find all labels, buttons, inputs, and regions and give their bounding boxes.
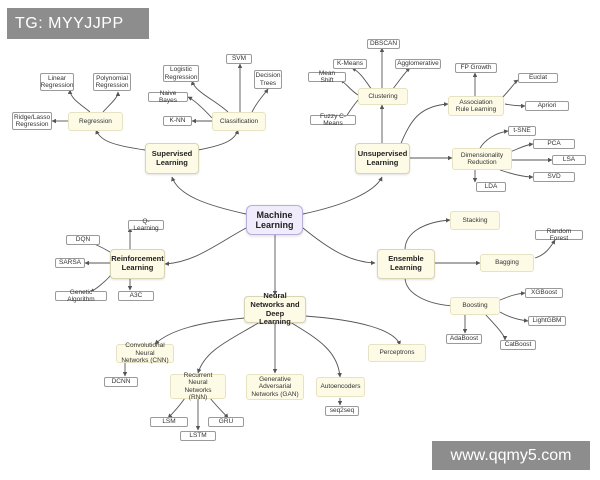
node-stacking[interactable]: Stacking — [450, 211, 500, 230]
edge-supervised-classification — [197, 129, 239, 151]
leaf-polynomial-regression[interactable]: Polynomial Regression — [93, 73, 131, 91]
leaf-gru[interactable]: GRU — [208, 417, 244, 427]
leaf-pca[interactable]: PCA — [533, 139, 575, 149]
node-supervised-learning[interactable]: Supervised Learning — [145, 143, 199, 174]
leaf-svm[interactable]: SVM — [226, 54, 252, 64]
node-regression[interactable]: Regression — [68, 112, 123, 131]
leaf-lsm[interactable]: LSM — [150, 417, 188, 427]
node-dimensionality-reduction[interactable]: Dimensionality Reduction — [452, 148, 512, 170]
node-boosting[interactable]: Boosting — [450, 297, 500, 315]
edge-dim-tsne — [479, 129, 509, 149]
node-unsupervised-learning[interactable]: Unsupervised Learning — [355, 143, 410, 174]
leaf-lda[interactable]: LDA — [476, 182, 506, 192]
edge-boost-xgb — [499, 291, 526, 301]
edge-dim-pca — [509, 142, 534, 153]
edge-clust-kmeans — [351, 67, 373, 91]
leaf-seq2seq[interactable]: seq2seq — [325, 406, 359, 416]
edge-class-logistic — [190, 80, 229, 113]
edge-dim-svd — [499, 169, 534, 180]
leaf-q-learning[interactable]: Q-Learning — [128, 218, 164, 232]
leaf-genetic-algorithm[interactable]: Genetic Algorithm — [55, 289, 107, 303]
edge-root-unsupervised — [302, 176, 383, 215]
edge-unsup-association — [399, 102, 449, 147]
leaf-lstm[interactable]: LSTM — [180, 431, 216, 441]
leaf-fp-growth[interactable]: FP Growth — [455, 63, 497, 73]
leaf-logistic-regression[interactable]: Logistic Regression — [163, 65, 199, 82]
leaf-t-sne[interactable]: t-SNE — [508, 126, 536, 136]
leaf-adaboost[interactable]: AdaBoost — [446, 334, 482, 344]
leaf-agglomerative[interactable]: Agglomerative — [395, 59, 441, 69]
leaf-ridge-lasso[interactable]: Ridge/Lasso Regression — [12, 112, 52, 130]
leaf-fuzzy-c-means[interactable]: Fuzzy C-Means — [310, 113, 356, 127]
edge-clust-meanshift — [339, 79, 359, 96]
leaf-lightgbm[interactable]: LightGBM — [528, 316, 566, 326]
leaf-euclat[interactable]: Euclat — [518, 73, 558, 83]
edge-nn-cnn — [154, 317, 246, 345]
leaf-catboost[interactable]: CatBoost — [500, 340, 536, 350]
leaf-svd[interactable]: SVD — [533, 172, 575, 182]
edge-boost-lgbm — [499, 311, 529, 323]
node-ensemble-learning[interactable]: Ensemble Learning — [377, 249, 435, 279]
edge-ens-boosting — [404, 276, 456, 309]
edge-regression-polynomial — [102, 91, 121, 113]
leaf-lsa[interactable]: LSA — [552, 155, 586, 165]
edge-bagging-rf — [534, 239, 556, 259]
leaf-a3c[interactable]: A3C — [118, 291, 154, 301]
edge-nn-perceptrons — [304, 315, 401, 346]
leaf-random-forest[interactable]: Random Forest — [535, 228, 583, 242]
leaf-dcnn[interactable]: DCNN — [104, 377, 138, 387]
leaf-k-means[interactable]: K-Means — [333, 59, 367, 69]
node-rnn[interactable]: Recurrent Neural Networks (RNN) — [170, 372, 226, 401]
leaf-naive-bayes[interactable]: Naive Bayes — [148, 90, 188, 104]
edge-supervised-regression — [95, 129, 146, 151]
leaf-linear-regression[interactable]: Linear Regression — [40, 73, 74, 91]
leaf-decision-trees[interactable]: Decision Trees — [254, 70, 282, 89]
node-classification[interactable]: Classification — [212, 112, 266, 131]
node-neural-networks[interactable]: Neural Networks and Deep Learning — [244, 291, 306, 326]
node-reinforcement-learning[interactable]: Reinforcement Learning — [110, 249, 165, 279]
edge-root-supervised — [171, 176, 247, 215]
edge-assoc-apriori — [504, 103, 526, 109]
edge-ens-stacking — [404, 218, 451, 251]
leaf-knn[interactable]: K-NN — [163, 116, 192, 126]
watermark-bottom-right: www.qqmy5.com — [432, 441, 590, 470]
edge-rnn-lsm — [167, 397, 186, 419]
edge-nn-rnn — [197, 321, 261, 374]
edge-nn-auto — [289, 321, 342, 378]
edge-clust-agglomerative — [391, 67, 411, 91]
edge-rnn-gru — [209, 397, 229, 419]
node-association-rule[interactable]: Association Rule Learning — [448, 96, 504, 116]
node-clustering[interactable]: Clustering — [358, 88, 408, 105]
node-cnn[interactable]: Convolutional Neural Networks (CNN) — [116, 342, 174, 364]
edge-boost-cat — [484, 313, 508, 341]
leaf-sarsa[interactable]: SARSA — [55, 258, 85, 268]
node-autoencoders[interactable]: Autoencoders — [316, 377, 365, 397]
node-perceptrons[interactable]: Perceptrons — [368, 344, 426, 362]
node-gan[interactable]: Generative Adversarial Networks (GAN) — [246, 374, 304, 400]
leaf-dqn[interactable]: DQN — [66, 235, 100, 245]
node-bagging[interactable]: Bagging — [480, 254, 534, 272]
leaf-apriori[interactable]: Apriori — [525, 101, 569, 111]
edge-root-reinforcement — [164, 227, 247, 266]
watermark-top-left: TG: MYYJJPP — [7, 8, 149, 39]
leaf-mean-shift[interactable]: Mean Shift — [308, 70, 346, 84]
edge-root-ensemble — [302, 227, 376, 266]
root-node[interactable]: Machine Learning — [246, 205, 303, 235]
edge-class-naive — [187, 96, 213, 119]
leaf-xgboost[interactable]: XGBoost — [525, 288, 563, 298]
leaf-dbscan[interactable]: DBSCAN — [367, 39, 400, 49]
edge-regression-linear — [67, 89, 91, 113]
edge-class-trees — [251, 88, 269, 113]
